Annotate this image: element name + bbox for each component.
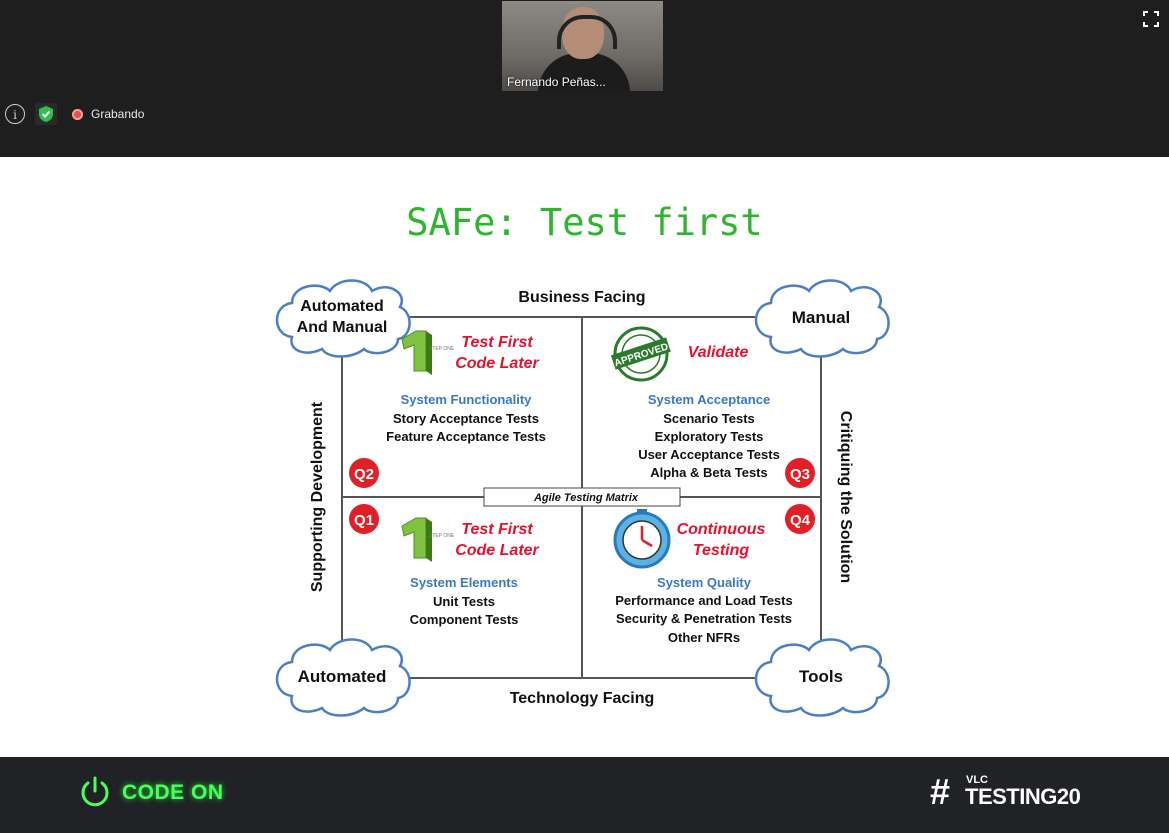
cloud-top-right: Manual [754,279,890,358]
quadrant-q4: Q4 Continuous Testing System Quality Per… [613,504,815,645]
meeting-top-bar: Fernando Peñas... i Grabando [0,0,1169,157]
quadrant-q2: STEP ONE Test First Code Later System Fu… [349,330,546,488]
q3-badge: Q3 [790,466,810,483]
step-one-text: STEP ONE [429,533,455,539]
q2-heading-line1: Test First [461,334,533,351]
step-one-icon: STEP ONE [401,330,455,375]
bottom-axis-label: Technology Facing [510,690,655,707]
hashtag-main-text: TESTING20 [965,784,1081,809]
q2-badge-circle [349,458,379,488]
power-icon [81,776,109,807]
right-axis-label: Critiquing the Solution [837,411,854,583]
security-shield-button[interactable] [35,103,57,125]
q2-badge: Q2 [354,466,374,483]
cloud-bottom-right-text: Tools [799,667,843,686]
approved-seal-icon: APPROVED [610,326,671,382]
cloud-shape [275,279,411,358]
q3-item: Alpha & Beta Tests [650,465,768,480]
headset-icon [557,15,617,49]
left-axis-label: Supporting Development [309,401,326,592]
code-on-logo-text: CODE ON [122,781,224,804]
step-one-text: STEP ONE [429,346,455,352]
q3-item: Exploratory Tests [655,429,764,444]
quadrant-q1: Q1 STEP ONE Test First Code Later System… [349,504,540,627]
q1-item: Unit Tests [433,594,495,609]
agile-testing-matrix: Agile Testing Matrix Business Facing Tec… [275,279,890,717]
stopwatch-icon [613,509,671,569]
q1-heading-line2: Code Later [455,542,539,559]
hashtag-small-text: VLC [966,774,988,786]
cloud-top-left-line1: Automated [300,298,384,315]
q3-badge-circle [785,458,815,488]
q2-item: Story Acceptance Tests [393,411,539,426]
branding-footer: CODE ON # VLC TESTING20 [0,757,1169,833]
recording-label: Grabando [91,107,145,121]
step-one-icon: STEP ONE [401,517,455,562]
shield-check-icon [39,106,53,122]
q3-item: User Acceptance Tests [638,447,780,462]
q2-item: Feature Acceptance Tests [386,429,546,444]
cloud-bottom-right: Tools [754,638,890,717]
q4-badge-circle [785,504,815,534]
center-label-box [483,487,681,507]
q4-heading-line2: Testing [693,542,750,559]
cloud-bottom-left-text: Automated [298,667,387,686]
cloud-top-left: Automated And Manual [275,279,411,358]
record-icon [72,109,83,120]
q1-badge-circle [349,504,379,534]
hashtag-symbol: # [930,771,951,812]
vlc-testing-logo: # VLC TESTING20 [930,771,1090,813]
q4-item: Other NFRs [668,630,740,645]
info-icon[interactable]: i [5,104,25,124]
center-label: Agile Testing Matrix [533,492,639,504]
cloud-top-left-line2: And Manual [297,319,388,336]
q4-item: Performance and Load Tests [615,593,792,608]
q4-heading-line1: Continuous [677,521,766,538]
q1-category: System Elements [410,575,518,590]
q4-category: System Quality [657,575,752,590]
quadrant-q3: APPROVED Validate System Acceptance Scen… [610,326,815,488]
top-axis-label: Business Facing [518,289,645,306]
cloud-shape [275,638,411,717]
q2-heading-line2: Code Later [455,355,539,372]
cloud-bottom-left: Automated [275,638,411,717]
q3-heading: Validate [688,344,749,361]
slide-title: SAFe: Test first [406,201,763,244]
participant-video-tile[interactable]: Fernando Peñas... [502,1,663,91]
cloud-top-right-text: Manual [792,308,851,327]
q4-item: Security & Penetration Tests [616,611,792,626]
q1-item: Component Tests [410,612,519,627]
q1-heading-line1: Test First [461,521,533,538]
q1-badge: Q1 [354,512,374,529]
fullscreen-icon[interactable] [1143,11,1159,27]
q3-category: System Acceptance [648,392,770,407]
q4-badge: Q4 [790,512,811,529]
presentation-slide: SAFe: Test first Agile Testing Matrix Bu… [0,157,1169,757]
cloud-shape [754,279,890,358]
participant-name: Fernando Peñas... [507,75,606,89]
q3-item: Scenario Tests [663,411,755,426]
cloud-shape [754,638,890,717]
q2-category: System Functionality [401,392,533,407]
